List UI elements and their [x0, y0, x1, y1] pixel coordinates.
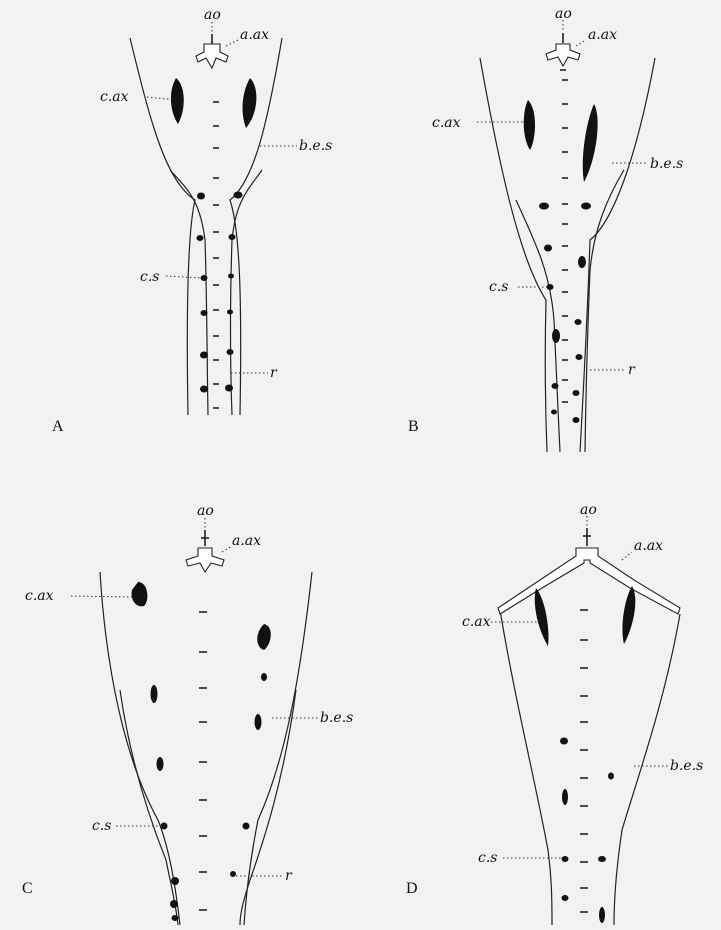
label-c-s-a: c.s [140, 269, 159, 285]
label-c-s-c: c.s [92, 818, 111, 834]
label-c-ax-b: c.ax [432, 115, 461, 131]
axillary-bodies-d [535, 586, 636, 646]
label-a-ax-d: a.ax [634, 538, 663, 554]
label-b-e-s-c: b.e.s [320, 710, 353, 726]
panel-a: ao a.ax c.ax b.e.s c.s r A [52, 7, 332, 435]
aorta-a [196, 34, 228, 68]
segmental-bodies-a [197, 192, 243, 393]
label-a-ax-c: a.ax [232, 533, 261, 549]
label-b-e-s-b: b.e.s [650, 156, 683, 172]
label-a-ax-a: a.ax [240, 27, 269, 43]
label-ao-c: ao [197, 503, 214, 519]
leader-lines-b [477, 20, 648, 370]
median-ticks-a [213, 102, 219, 408]
label-r-a: r [270, 365, 278, 381]
axillary-bodies-b [524, 100, 598, 182]
leader-lines-d [491, 516, 668, 858]
median-ticks-c [199, 612, 207, 910]
aorta-c [186, 530, 224, 572]
label-ao-d: ao [580, 502, 597, 518]
axillary-bodies-c [132, 582, 271, 650]
label-ao-a: ao [204, 7, 221, 23]
segmental-bodies-c [151, 673, 268, 921]
label-c-ax-a: c.ax [100, 89, 129, 105]
label-c-ax-c: c.ax [25, 588, 54, 604]
panel-letter-c: C [22, 880, 33, 897]
panel-b: ao a.ax c.ax b.e.s c.s r B [408, 6, 683, 452]
label-ao-b: ao [555, 6, 572, 22]
label-b-e-s-d: b.e.s [670, 758, 703, 774]
label-c-ax-d: c.ax [462, 614, 491, 630]
labels-d: ao a.ax c.ax b.e.s c.s D [406, 502, 703, 897]
body-outline-d [500, 610, 680, 925]
label-c-s-d: c.s [478, 850, 497, 866]
panel-letter-d: D [406, 880, 418, 897]
label-a-ax-b: a.ax [588, 27, 617, 43]
median-ticks-b [562, 80, 568, 402]
label-r-b: r [628, 362, 636, 378]
panel-c: ao a.ax c.ax b.e.s c.s r C [22, 503, 353, 925]
panel-letter-b: B [408, 418, 419, 435]
label-b-e-s-a: b.e.s [299, 138, 332, 154]
segmental-bodies-d [560, 738, 614, 924]
body-outline-b [480, 58, 655, 452]
label-c-s-b: c.s [489, 279, 508, 295]
aorta-b [546, 33, 580, 70]
leader-lines-a [147, 22, 297, 373]
median-ticks-d [580, 610, 588, 912]
body-outline-a [130, 38, 282, 415]
axillary-bodies-a [171, 78, 256, 128]
panel-letter-a: A [52, 418, 64, 435]
panel-d: ao a.ax c.ax b.e.s c.s D [406, 502, 703, 925]
label-r-c: r [285, 868, 293, 884]
